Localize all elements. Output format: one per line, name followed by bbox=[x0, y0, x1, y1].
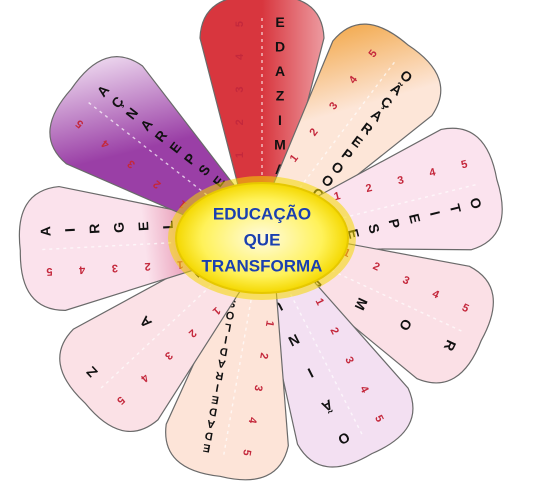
petal-scale-line bbox=[100, 280, 217, 389]
petal-shape bbox=[292, 236, 494, 384]
petal-scale-line bbox=[42, 240, 200, 251]
petal-label-letter: A bbox=[217, 357, 227, 370]
petal-shape bbox=[270, 23, 442, 217]
petal-label-letter: A bbox=[37, 226, 54, 237]
scale-number: 2 bbox=[257, 352, 270, 360]
petal-scale-line bbox=[88, 102, 213, 200]
scale-number: 2 bbox=[365, 182, 374, 195]
petal-scale-line bbox=[223, 299, 252, 455]
scale-number: 2 bbox=[144, 260, 151, 272]
petal-uniao: 12345UNIÃO bbox=[262, 267, 414, 468]
scale-number: 5 bbox=[372, 413, 385, 424]
petal-label-letter: G bbox=[110, 222, 127, 234]
scale-number: 4 bbox=[246, 416, 259, 425]
petal-label-letter: M bbox=[274, 137, 286, 153]
petal-label-letter: R bbox=[86, 223, 103, 234]
petal-shape bbox=[59, 251, 245, 433]
center-title-line-3: TRANSFORMA bbox=[202, 257, 323, 276]
center-group: EDUCAÇÃO QUE TRANSFORMA bbox=[168, 176, 356, 300]
petal-label-letter: Z bbox=[276, 88, 285, 104]
petals-group: 12345AMIZADE12345COOPERAÇÃO12345RESPEITO… bbox=[18, 0, 503, 481]
petal-label-letter: E bbox=[135, 221, 151, 231]
scale-number: 3 bbox=[401, 274, 412, 287]
petal-label-letter: I bbox=[305, 365, 316, 381]
petal-label-letter: L bbox=[223, 320, 232, 333]
scale-number: 5 bbox=[460, 158, 469, 171]
scale-number: 1 bbox=[263, 320, 276, 328]
petal-scale-line bbox=[289, 293, 363, 435]
petal-label-letter: I bbox=[62, 228, 78, 233]
petal-shape bbox=[165, 277, 289, 481]
scale-number: 5 bbox=[46, 265, 53, 277]
petal-label-letter: E bbox=[275, 14, 284, 30]
petal-label-letter: A bbox=[275, 63, 285, 79]
petal-label-letter: L bbox=[159, 220, 175, 230]
scale-number: 3 bbox=[234, 86, 246, 92]
scale-number: 3 bbox=[342, 355, 355, 366]
scale-number: 3 bbox=[396, 174, 405, 187]
scale-number: 3 bbox=[251, 384, 264, 392]
scale-number: 2 bbox=[234, 119, 246, 125]
petal-label-letter: D bbox=[219, 344, 229, 357]
scale-number: 2 bbox=[327, 326, 340, 337]
scale-number: 3 bbox=[111, 262, 118, 274]
petal-label-letter: I bbox=[223, 333, 228, 345]
petal-label-letter: O bbox=[224, 308, 235, 321]
petal-label-letter: I bbox=[215, 381, 220, 393]
petal-label-letter: E bbox=[406, 212, 424, 225]
petal-label-letter: P bbox=[386, 217, 404, 230]
petal-shape bbox=[49, 56, 241, 229]
center-title-line-2: QUE bbox=[244, 231, 281, 250]
scale-number: 1 bbox=[333, 190, 342, 203]
petal-shape bbox=[262, 267, 414, 468]
scale-number: 4 bbox=[234, 53, 246, 60]
petal-scale-line bbox=[322, 184, 476, 224]
petal-label-letter: E bbox=[202, 441, 211, 454]
scale-number: 4 bbox=[78, 263, 86, 275]
petal-label-letter: I bbox=[278, 112, 282, 128]
petal-label-letter: D bbox=[208, 405, 218, 418]
center-disc bbox=[175, 182, 349, 294]
petal-label-letter: D bbox=[275, 39, 285, 55]
petal-paz: 12345PAZ bbox=[59, 251, 245, 433]
petal-label-letter: D bbox=[204, 429, 214, 442]
scale-number: 4 bbox=[428, 166, 438, 179]
scale-number: 4 bbox=[357, 384, 371, 396]
petal-label-letter: A bbox=[206, 417, 216, 430]
petal-shape bbox=[18, 185, 219, 311]
center-title-line-1: EDUCAÇÃO bbox=[213, 204, 311, 224]
scale-number: 2 bbox=[371, 260, 382, 273]
petal-scale-line bbox=[318, 263, 462, 332]
petal-label-letter: S bbox=[365, 222, 383, 235]
scale-number: 4 bbox=[430, 288, 441, 302]
scale-number: 5 bbox=[234, 21, 246, 27]
petal-label-letter: E bbox=[211, 393, 220, 406]
scale-number: 1 bbox=[234, 152, 246, 158]
petal-amor: 12345AMOR bbox=[292, 236, 494, 384]
scale-number: 1 bbox=[313, 297, 326, 308]
petal-alegria: 12345ALEGRIA bbox=[18, 185, 219, 311]
scale-number: 5 bbox=[460, 302, 471, 315]
petal-label-letter: I bbox=[427, 210, 443, 218]
petal-label-letter: O bbox=[467, 196, 485, 211]
petal-scale-line bbox=[299, 61, 395, 189]
scale-number: 5 bbox=[240, 449, 253, 457]
petal-label-letter: R bbox=[215, 369, 225, 382]
